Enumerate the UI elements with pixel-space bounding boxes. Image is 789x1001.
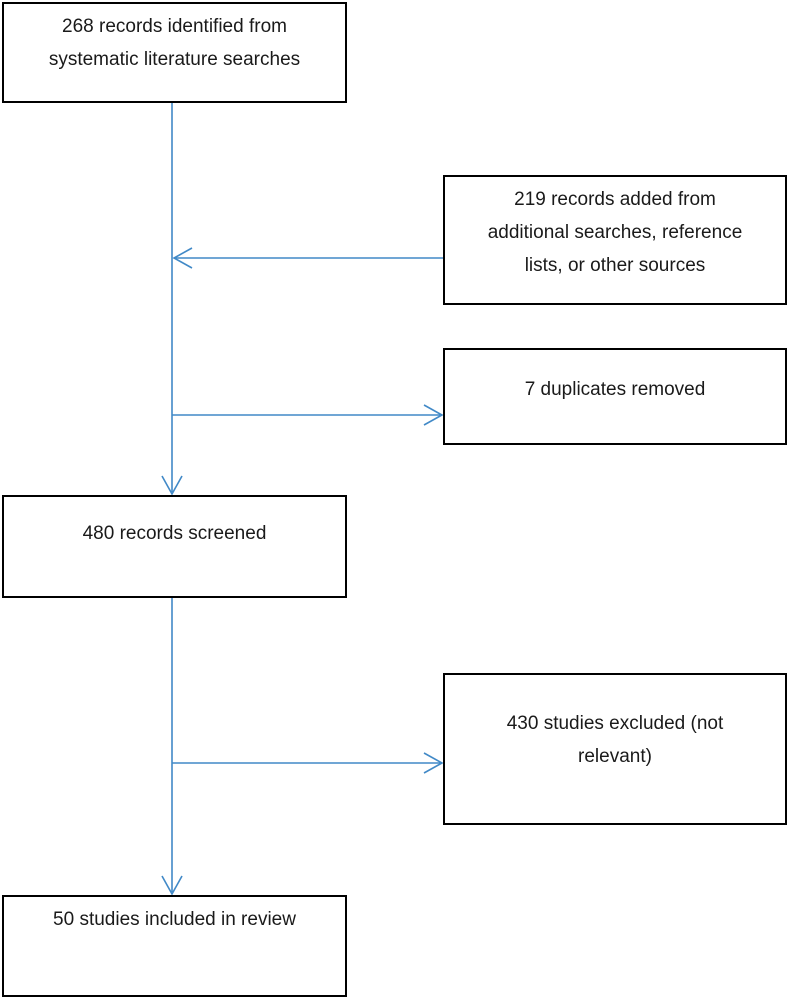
box-text-line: 7 duplicates removed: [524, 379, 706, 400]
box-records-added: 219 records added from additional search…: [443, 175, 787, 305]
down-arrowhead-screened: [161, 475, 183, 496]
box-text-line: systematic literature searches: [48, 49, 301, 70]
right-arrowhead-duplicates: [423, 404, 444, 426]
box-text-line: 50 studies included in review: [53, 909, 296, 930]
left-arrowhead-added: [172, 247, 193, 269]
right-arrowhead-excluded: [423, 752, 444, 774]
box-studies-excluded: 430 studies excluded (not relevant): [443, 673, 787, 825]
box-text-line: 268 records identified from: [62, 16, 287, 37]
box-text-line: 480 records screened: [82, 523, 267, 544]
box-records-identified: 268 records identified from systematic l…: [2, 2, 347, 103]
box-text-line: additional searches, reference: [487, 222, 743, 243]
box-text-line: 430 studies excluded (not: [506, 713, 724, 734]
box-text-line: 219 records added from: [514, 189, 716, 210]
box-text-line: relevant): [578, 746, 652, 767]
box-text-line: lists, or other sources: [524, 255, 706, 276]
down-arrowhead-included: [161, 875, 183, 896]
box-records-screened: 480 records screened: [2, 495, 347, 598]
box-duplicates-removed: 7 duplicates removed: [443, 348, 787, 445]
box-studies-included: 50 studies included in review: [2, 895, 347, 997]
